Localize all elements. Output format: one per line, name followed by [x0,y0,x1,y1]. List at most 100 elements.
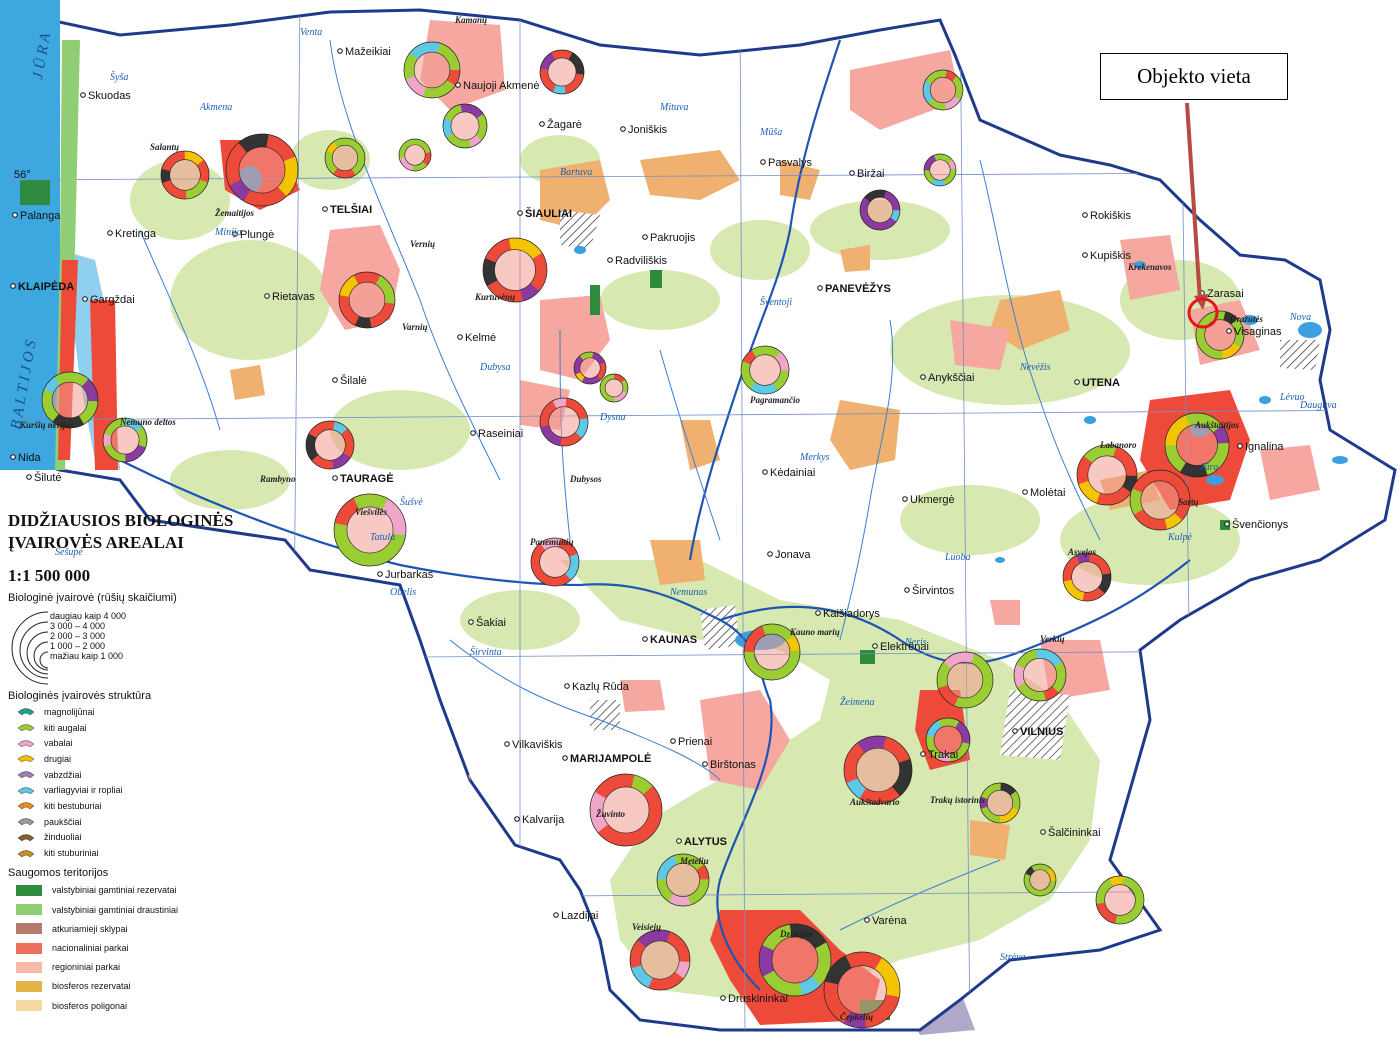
ring-segment [744,625,767,653]
ring-outline [922,69,964,111]
ring-segment [759,945,775,977]
protected-legend-item: biosferos rezervatai [16,977,298,996]
city-label: Rokiškis [1090,210,1131,222]
ring-segment [756,666,781,680]
protected-area-label: Dubysos [569,474,602,484]
ring-center [933,725,963,755]
city-marker [377,571,383,577]
ring-outline [589,773,663,847]
ring-segment [600,384,606,393]
ring-segment [938,684,959,707]
city-label: Plungė [240,229,274,241]
size-class-label: mažiau kaip 1 000 [50,651,124,661]
city-label: UTENA [1082,377,1120,389]
ring-segment [631,964,653,988]
color-swatch [16,961,42,973]
city-label: Širvintos [912,584,955,597]
protected-area-label: Gražutės [1230,314,1264,324]
ring-segment [1046,868,1056,882]
city-label: MARIJAMPOLĖ [570,752,651,765]
ring-center [1104,884,1136,916]
ring-outline [599,373,629,403]
city-marker [514,816,520,822]
protected-area-label: Trakų istorinis [930,795,985,805]
city-label: Kelmė [465,332,496,344]
size-class-legend: daugiau kaip 4 000 3 000 – 4 000 2 000 –… [8,606,298,685]
city-label: KAUNAS [650,634,697,646]
ring-segment [590,791,609,833]
city-marker [642,636,648,642]
city-label: Raseiniai [478,428,523,440]
ring-segment [1097,573,1111,594]
protected-legend-label: regioniniai parkai [52,962,121,973]
ring-segment [124,444,146,462]
ring-outline [530,537,580,587]
protected-heading: Saugomos teritorijos [8,866,109,879]
ring-segment [1096,902,1118,924]
structure-legend-label: magnolijūnai [44,706,95,717]
ring-center [238,146,286,194]
ring-segment [332,168,356,178]
city-label: Vilkaviškis [512,739,563,751]
protected-legend-item: nacionaliniai parkai [16,938,298,957]
protected-legend-label: valstybiniai gamtiniai draustiniai [52,904,179,915]
ring-outline [823,951,901,1029]
ring-segment [332,421,348,435]
river-label: Merkys [799,452,830,463]
protected-legend-label: valstybiniai gamtiniai rezervatai [52,885,177,896]
city-label: Elektrėnai [880,641,929,653]
protected-area-label: Viešvilės [355,507,387,517]
protected-legend-item: valstybiniai gamtiniai draustiniai [16,900,298,919]
ring-segment [668,893,691,906]
ring-segment [1130,896,1144,917]
city-marker [1022,489,1028,495]
ring-center [749,354,781,386]
city-marker [322,206,328,212]
ring-outline [160,150,210,200]
city-marker [517,210,523,216]
biodiversity-ring [398,138,432,172]
latitude-label: 56° [14,169,31,181]
structure-legend-item: žinduoliai [16,830,298,846]
ring-segment [185,179,208,199]
ring-segment [861,213,876,229]
ring-center [1140,480,1180,520]
river-label: Dauguva [1299,400,1337,411]
protected-legend-label: biosferos poligonai [52,1000,128,1011]
city-label: Kėdainiai [770,467,815,479]
city-label: Naujoji Akmenė [463,80,539,92]
ring-segment [1043,686,1060,701]
city-marker [762,469,768,475]
structure-legend-item: drugiai [16,751,298,767]
ring-segment [1196,323,1209,351]
city-marker [1224,521,1230,527]
ring-segment [1164,512,1183,530]
river-label: Neris [904,637,927,648]
protected-area-label: Nemuno deltos [119,417,176,427]
biodiversity-ring [403,41,461,99]
biodiversity-ring [629,929,691,991]
protected-area-label: Labanoro [1099,440,1137,450]
protected-area-label: Varnių [402,322,428,332]
city-marker [872,643,878,649]
ring-outline [398,138,432,172]
target-location-marker[interactable] [1187,297,1219,329]
callout-arrow [1185,102,1202,301]
ring-segment [552,398,567,409]
city-label: Šilalė [340,374,367,387]
city-label: Visaginas [1234,326,1282,338]
river-label: Jūra [1200,462,1218,473]
ring-segment [326,141,338,154]
biodiversity-ring [599,373,629,403]
city-marker [760,159,766,165]
ring-center [348,281,386,319]
structure-legend-label: žinduoliai [44,832,82,843]
ring-outline [629,929,691,991]
structure-legend-item: vabzdžiai [16,767,298,783]
ring-segment [575,372,585,382]
biodiversity-ring [859,189,901,231]
ring-segment [352,142,365,159]
ring-outline [539,49,585,95]
ring-outline [573,351,607,385]
biodiversity-ring [979,782,1021,824]
